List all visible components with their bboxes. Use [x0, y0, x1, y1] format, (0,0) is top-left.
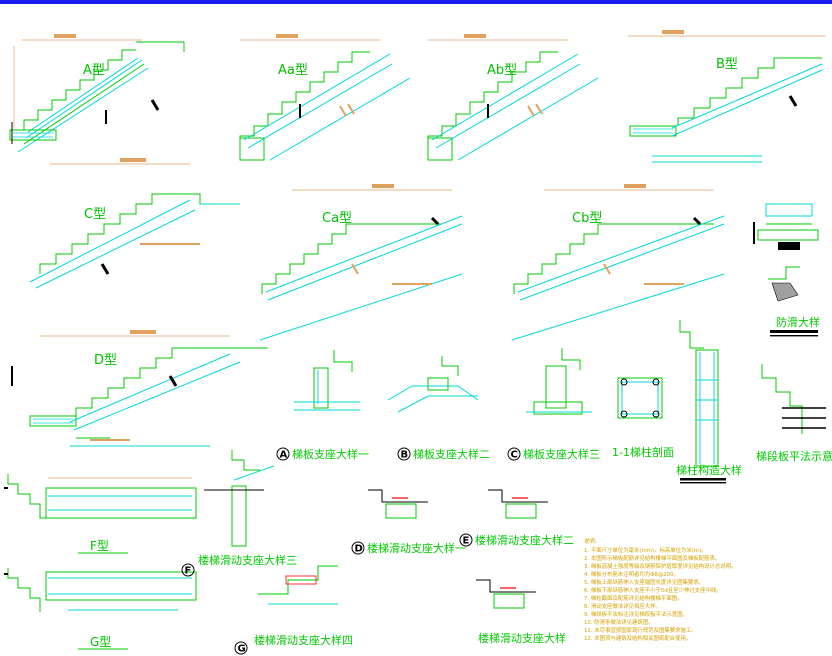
note-line: 9. 梯段板平法标注详见梯段板平法示意图。 [584, 610, 688, 618]
stair-label-Ca: Ca型 [322, 211, 352, 226]
caption-sliding-support: 楼梯滑动支座大样 [478, 631, 566, 645]
stair-type-F [4, 474, 197, 519]
caption-underline [770, 335, 818, 337]
svg-text:G: G [238, 644, 246, 655]
caption-detail-D: 楼梯滑动支座大样一 [367, 541, 466, 555]
note-line: 1. 平面尺寸单位为毫米(mm)，标高单位为米(m)。 [584, 546, 707, 554]
sliding-support-detail [476, 579, 536, 609]
caption-underline [680, 478, 726, 481]
detail-mark-B: B [397, 447, 411, 461]
stair-type-A [9, 33, 185, 153]
caption-column-section: 1-1梯柱剖面 [612, 445, 674, 459]
note-line: 11. 未尽事宜按国家现行规范及图集要求施工。 [584, 626, 697, 634]
detail-B-support [387, 356, 479, 413]
svg-text:F: F [185, 566, 192, 577]
note-line: 3. 梯板混凝土强度等级及钢筋保护层厚度详见结构设计总说明。 [584, 562, 736, 570]
caption-detail-G: 楼梯滑动支座大样四 [254, 633, 353, 647]
caption-detail-E: 楼梯滑动支座大样二 [475, 533, 574, 547]
caption-underline [680, 482, 726, 484]
stair-type-Cb [511, 184, 725, 341]
stair-type-C [29, 158, 240, 289]
detail-G-sliding-support-4 [258, 565, 338, 605]
stair-label-D: D型 [94, 353, 117, 368]
caption-detail-B: 梯板支座大样二 [413, 447, 490, 461]
stair-type-Ab [427, 34, 599, 161]
note-line: 4. 梯板分布筋未注明者均为Φ8@200。 [584, 570, 679, 578]
svg-text:C: C [511, 450, 518, 461]
detail-mark-C: C [507, 447, 521, 461]
detail-D-sliding-support-1 [368, 489, 428, 519]
stair-label-C: C型 [84, 207, 106, 222]
stair-label-G: G型 [90, 635, 111, 649]
stair-slab-notation-diagram [761, 364, 826, 434]
svg-text:B: B [401, 450, 409, 461]
stair-label-Ab: Ab型 [487, 63, 517, 78]
stair-label-Aa: Aa型 [278, 63, 308, 78]
detail-mark-F: F [181, 563, 195, 577]
note-line: 5. 梯板上部纵筋伸入支座锚固长度详见图集要求。 [584, 578, 704, 586]
note-line: 6. 梯板下部纵筋伸入支座不小于5d且至少伸过支座中线。 [584, 586, 722, 594]
detail-mark-A: A [276, 447, 290, 461]
column-section-1-1 [617, 377, 663, 419]
stair-type-D [11, 330, 268, 447]
stair-label-B: B型 [716, 57, 738, 72]
svg-text:D: D [355, 544, 363, 555]
notes-heading: 说明: [584, 537, 597, 545]
slab-detail-small [753, 203, 819, 250]
caption-anti-slip: 防滑大样 [776, 315, 820, 329]
anti-slip-detail [768, 266, 800, 302]
note-line: 12. 本图须与建筑及结构相关图纸配合使用。 [584, 634, 691, 642]
caption-slab-notation: 梯段板平法示意图 [756, 449, 832, 463]
note-line: 7. 梯柱截面及配筋详见结构楼梯平面图。 [584, 594, 683, 602]
svg-text:E: E [463, 536, 470, 547]
caption-underline [770, 330, 818, 333]
stair-type-Aa [239, 34, 411, 161]
note-line: 2. 本图所示梯板配筋详见结构楼梯平面图及梯板配筋表。 [584, 554, 720, 562]
detail-F-sliding-support-3 [204, 450, 275, 547]
detail-C-support [526, 348, 592, 415]
stair-label-A: A型 [83, 63, 105, 78]
note-line: 10. 防滑条做法详见建筑图。 [584, 618, 654, 626]
detail-mark-E: E [459, 533, 473, 547]
detail-mark-G: G [234, 641, 248, 655]
detail-E-sliding-support-2 [488, 489, 548, 519]
structural-drawing-sheet: A型 Aa型 Ab型 B型 [4, 30, 832, 655]
note-line: 8. 滑动支座做法详见相应大样。 [584, 602, 661, 610]
detail-mark-D: D [351, 541, 365, 555]
stair-type-Ca [259, 184, 463, 341]
stair-type-G [4, 568, 197, 612]
stair-label-F: F型 [90, 539, 109, 553]
column-construction-detail [679, 320, 719, 467]
caption-column-construction: 梯柱构造大样 [676, 463, 742, 477]
caption-detail-F: 楼梯滑动支座大样三 [198, 553, 297, 567]
title-bar-strip [0, 0, 832, 4]
general-notes: 说明: 1. 平面尺寸单位为毫米(mm)，标高单位为米(m)。 2. 本图所示梯… [584, 537, 736, 642]
stair-label-Cb: Cb型 [572, 211, 602, 226]
caption-detail-A: 梯板支座大样一 [292, 447, 369, 461]
caption-detail-C: 梯板支座大样三 [523, 447, 600, 461]
detail-A-support [294, 350, 360, 411]
stair-type-B [628, 30, 826, 163]
svg-text:A: A [280, 450, 288, 461]
